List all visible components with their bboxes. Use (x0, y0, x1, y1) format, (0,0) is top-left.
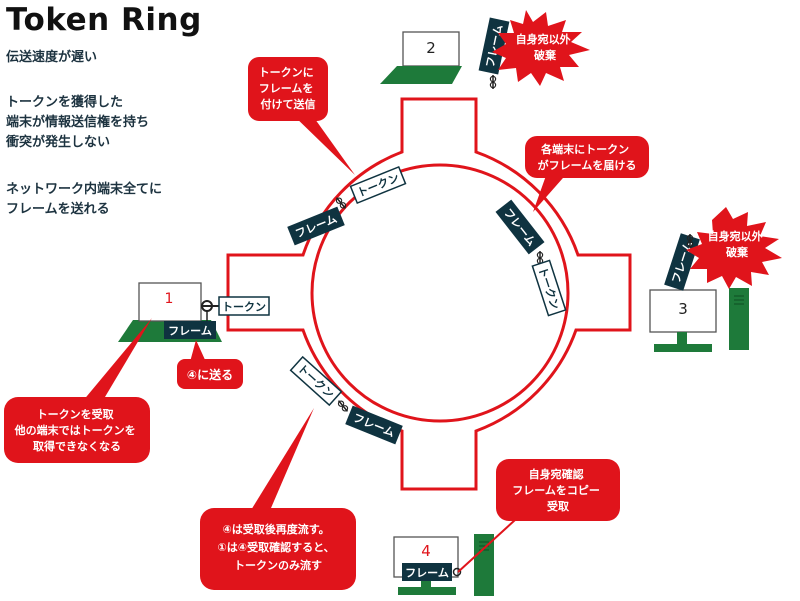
terminal-2-chain-icon (489, 74, 497, 90)
terminal-2-screen (402, 31, 460, 67)
callout-receive-token: トークンを受取 他の端末ではトークンを 取得できなくなる (4, 318, 152, 463)
burst-shape (492, 10, 590, 86)
callout-self-copy-text: 自身宛確認 フレームをコピー 受取 (512, 467, 604, 513)
callout-deliver-line2: がフレームを届ける (538, 158, 637, 172)
burst-line: 破棄 (534, 48, 557, 62)
terminal-2-keyboard (380, 66, 462, 84)
callout-attach-send-text: トークンに フレームを 付けて送信 (259, 66, 318, 111)
callout-receive-token-line2: 他の端末ではトークンを (14, 423, 136, 437)
callout-attach-send-line2: フレームを (259, 82, 314, 95)
callout-deliver: 各端末にトークン がフレームを届ける (525, 136, 649, 212)
terminal-2-discard-burst: 自身宛以外 破棄 (492, 10, 590, 86)
ring-inner-border (310, 163, 570, 423)
terminal-2: 2 (380, 31, 462, 84)
terminal-4-frame-label: フレーム (405, 567, 449, 580)
terminal-3-stand (654, 344, 712, 352)
callout-attach-send-line1: トークンに (259, 66, 314, 79)
burst-line: 破棄 (726, 245, 749, 259)
terminal-4-label: 4 (421, 542, 431, 560)
page-title: Token Ring (6, 2, 202, 38)
ring-frame-tag-upper-left: フレーム (287, 206, 345, 246)
callout-attach-send: トークンに フレームを 付けて送信 (248, 57, 355, 175)
callout-attach-send-line3: 付けて送信 (261, 97, 316, 111)
terminal-1-token-label: トークン (222, 301, 266, 314)
ring-token-tag-right: トークン (531, 259, 567, 317)
terminal-1-screen (138, 282, 202, 322)
terminal-1-frame-label: フレーム (168, 325, 212, 338)
terminal-1-frame-tag: フレーム (164, 311, 216, 339)
callout-resend-text: ④は受取後再度流す。 ①は④受取確認すると、 トークンのみ流す (217, 522, 338, 572)
callout-resend-line1: ④は受取後再度流す。 (222, 522, 329, 536)
callout-send-to-4-text: ④に送る (187, 367, 233, 382)
terminal-1-token-tag: トークン (218, 296, 270, 316)
callout-resend-line2: ①は④受取確認すると、 (217, 540, 334, 554)
terminal-3-discard-label: 自身宛以外 破棄 (708, 229, 767, 259)
terminal-4-frame-tag: フレーム (402, 563, 462, 581)
terminal-3-discard-burst: 自身宛以外 破棄 (686, 207, 782, 289)
terminal-4-tower (474, 534, 494, 596)
terminal-3-tower (729, 288, 749, 350)
callout-receive-token-line3: 取得できなくなる (33, 439, 121, 453)
terminal-3-frame-tag: フレーム (664, 233, 700, 291)
terminal-4-stand (398, 587, 456, 595)
callout-send-to-4: ④に送る (177, 340, 243, 389)
callout-resend: ④は受取後再度流す。 ①は④受取確認すると、 トークンのみ流す (200, 408, 356, 590)
ring-token-tag-upper-left: トークン (349, 165, 407, 205)
burst-shape (686, 207, 782, 289)
callout-deliver-text: 各端末にトークン がフレームを届ける (538, 142, 637, 172)
callout-resend-line3: トークンのみ流す (234, 558, 322, 572)
callout-deliver-line1: 各端末にトークン (540, 142, 629, 156)
terminal-4-chain-icon (452, 567, 462, 577)
callout-receive-token-text: トークンを受取 他の端末ではトークンを 取得できなくなる (14, 407, 140, 453)
note-speed: 伝送速度が遅い (6, 50, 98, 65)
terminal-3: 3 (649, 288, 749, 352)
terminal-1-label: 1 (165, 291, 174, 307)
note-token-rule: トークンを獲得した 端末が情報送信権を持ち 衝突が発生しない (6, 95, 150, 150)
callout-self-copy-line1: 自身宛確認 (529, 467, 584, 481)
callout-self-copy: 自身宛確認 フレームをコピー 受取 (457, 459, 620, 573)
terminal-3-label: 3 (678, 300, 688, 318)
callout-self-copy-line3: 受取 (547, 499, 569, 513)
note-broadcast: ネットワーク内端末全てに フレームを送れる (6, 182, 163, 217)
terminal-2-label: 2 (426, 39, 436, 57)
terminal-2-discard-label: 自身宛以外 破棄 (516, 32, 575, 62)
callout-self-copy-line2: フレームをコピー (512, 484, 600, 497)
ring-chain-lower-left (335, 398, 351, 414)
callout-receive-token-line1: トークンを受取 (37, 407, 114, 421)
